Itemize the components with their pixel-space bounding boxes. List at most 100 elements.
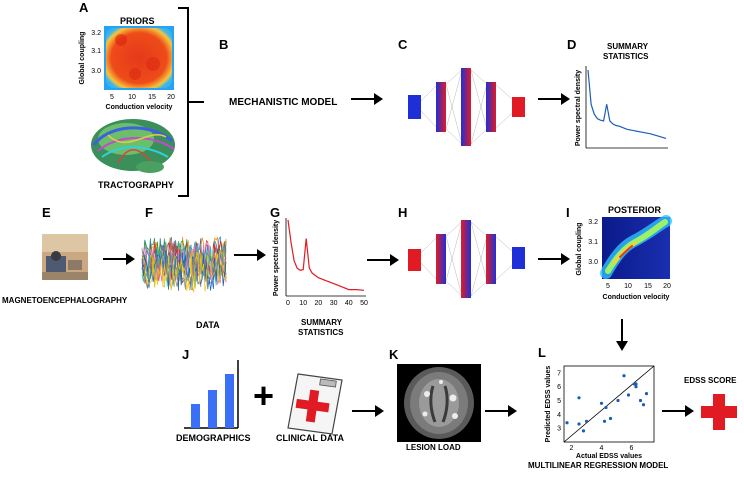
- data-label: DATA: [196, 320, 220, 330]
- panel-letter-b: B: [219, 37, 229, 52]
- mechanistic-model-label: MECHANISTIC MODEL: [229, 97, 338, 108]
- arrow-right-icon: [367, 254, 399, 266]
- psd-ylabel: Power spectral density: [575, 70, 582, 146]
- panel-letter-k: K: [389, 347, 399, 362]
- neural-network-h: [408, 220, 525, 298]
- priors-xlabel: Conduction velocity: [106, 104, 173, 111]
- psd-chart-d: Power spectral density: [575, 66, 668, 149]
- panel-letter-a: A: [79, 0, 89, 15]
- arrow-down-icon: [616, 319, 628, 351]
- psd-xtick: 0: [286, 300, 290, 307]
- priors-title: PRIORS: [120, 16, 155, 26]
- edss-xlabel: Actual EDSS values: [576, 453, 642, 460]
- arrow-right-icon: [351, 93, 383, 105]
- priors-xtick: 20: [167, 94, 175, 101]
- arrow-right-icon: [103, 253, 135, 265]
- scatter-point: [634, 382, 638, 386]
- scatter-point: [604, 405, 608, 410]
- psd-xtick: 10: [299, 300, 307, 307]
- panel-letter-i: I: [566, 205, 570, 220]
- bracket-line: [178, 7, 204, 197]
- scatter-point: [616, 398, 620, 403]
- plus-icon: +: [253, 375, 275, 416]
- psd-xtick: 40: [345, 300, 353, 307]
- timeseries-trace: [141, 248, 227, 291]
- psd-series-line: [287, 219, 365, 291]
- scatter-point: [565, 421, 569, 425]
- scatter-point: [634, 385, 638, 389]
- posterior-ytick: 3.2: [588, 219, 598, 226]
- posterior-ylabel: Global coupling: [576, 223, 583, 276]
- meg-photo: [42, 234, 88, 280]
- edss-ytick: 7: [557, 370, 561, 377]
- priors-ytick: 3.0: [91, 68, 101, 75]
- arrow-right-icon: [485, 405, 517, 417]
- scatter-point: [581, 429, 586, 433]
- arrow-right-icon: [538, 93, 570, 105]
- scatter-point: [577, 396, 581, 400]
- arrow-right-icon: [538, 253, 570, 265]
- medical-cross-icon: [701, 394, 737, 430]
- panel-letter-l: L: [538, 345, 546, 360]
- meg-label: MAGNETOENCEPHALOGRAPHY: [2, 296, 128, 305]
- edss-xtick: 2: [570, 445, 574, 452]
- edss-ylabel: Predicted EDSS values: [545, 366, 552, 443]
- summary-title-line1: SUMMARY: [607, 42, 649, 51]
- posterior-xtick: 15: [644, 283, 652, 290]
- scatter-point: [641, 403, 646, 407]
- identity-line: [563, 365, 655, 443]
- edss-ytick: 5: [557, 398, 561, 405]
- scatter-point: [584, 419, 589, 423]
- summary-title-line2: STATISTICS: [603, 52, 649, 61]
- panel-letter-j: J: [182, 347, 190, 362]
- edss-ytick: 4: [557, 412, 561, 419]
- scatter-point: [622, 374, 626, 378]
- arrow-right-icon: [662, 405, 694, 417]
- demographics-label: DEMOGRAPHICS: [176, 433, 251, 443]
- tractography-label: TRACTOGRAPHY: [98, 180, 174, 190]
- psd-xtick: 20: [315, 300, 323, 307]
- summary-stats-label-2: STATISTICS: [298, 328, 344, 337]
- priors-ytick: 3.1: [91, 48, 101, 55]
- posterior-heatmap: 3.2 3.1 3.0 5 10 15 20 Conduction veloci…: [576, 215, 672, 301]
- demographics-bar-icon: [184, 360, 239, 429]
- clinical-data-icon: [287, 373, 343, 435]
- posterior-ytick: 3.0: [588, 259, 598, 266]
- timeseries-trace: [141, 250, 227, 291]
- priors-heatmap: 3.2 3.1 3.0 5 10 15 20 Conduction veloci…: [79, 26, 175, 111]
- posterior-title: POSTERIOR: [608, 205, 662, 215]
- posterior-xlabel: Conduction velocity: [603, 294, 670, 301]
- panel-letter-g: G: [270, 205, 281, 220]
- panel-letter-f: F: [145, 205, 153, 220]
- posterior-xtick: 5: [606, 283, 610, 290]
- scatter-point: [644, 392, 649, 396]
- summary-stats-label-1: SUMMARY: [301, 318, 343, 327]
- tractography-brain-image: [91, 119, 175, 173]
- arrow-right-icon: [352, 405, 384, 417]
- panel-letter-e: E: [42, 205, 51, 220]
- edss-scatter-chart: Actual EDSS values Predicted EDSS values…: [545, 365, 655, 460]
- timeseries-trace: [141, 247, 227, 289]
- edss-ytick: 6: [557, 384, 561, 391]
- scatter-point: [602, 419, 607, 423]
- priors-xtick: 10: [128, 94, 136, 101]
- panel-letter-d: D: [567, 37, 577, 52]
- scatter-point: [577, 422, 581, 426]
- psd-ylabel: Power spectral density: [273, 220, 280, 296]
- edss-ytick: 3: [557, 426, 561, 433]
- clinical-data-label: CLINICAL DATA: [276, 433, 344, 443]
- priors-xtick: 5: [110, 94, 114, 101]
- lesion-mri-image: [397, 364, 481, 442]
- neural-network-c: [408, 68, 525, 146]
- scatter-point: [608, 416, 613, 421]
- priors-ytick: 3.2: [91, 30, 101, 37]
- timeseries-trace: [141, 251, 227, 293]
- edss-xtick: 6: [630, 445, 634, 452]
- posterior-ytick: 3.1: [588, 239, 598, 246]
- lesion-load-label: LESION LOAD: [406, 443, 461, 452]
- panel-letter-h: H: [398, 205, 408, 220]
- posterior-xtick: 20: [663, 283, 671, 290]
- psd-series-line: [587, 69, 667, 139]
- edss-score-label: EDSS SCORE: [684, 376, 737, 385]
